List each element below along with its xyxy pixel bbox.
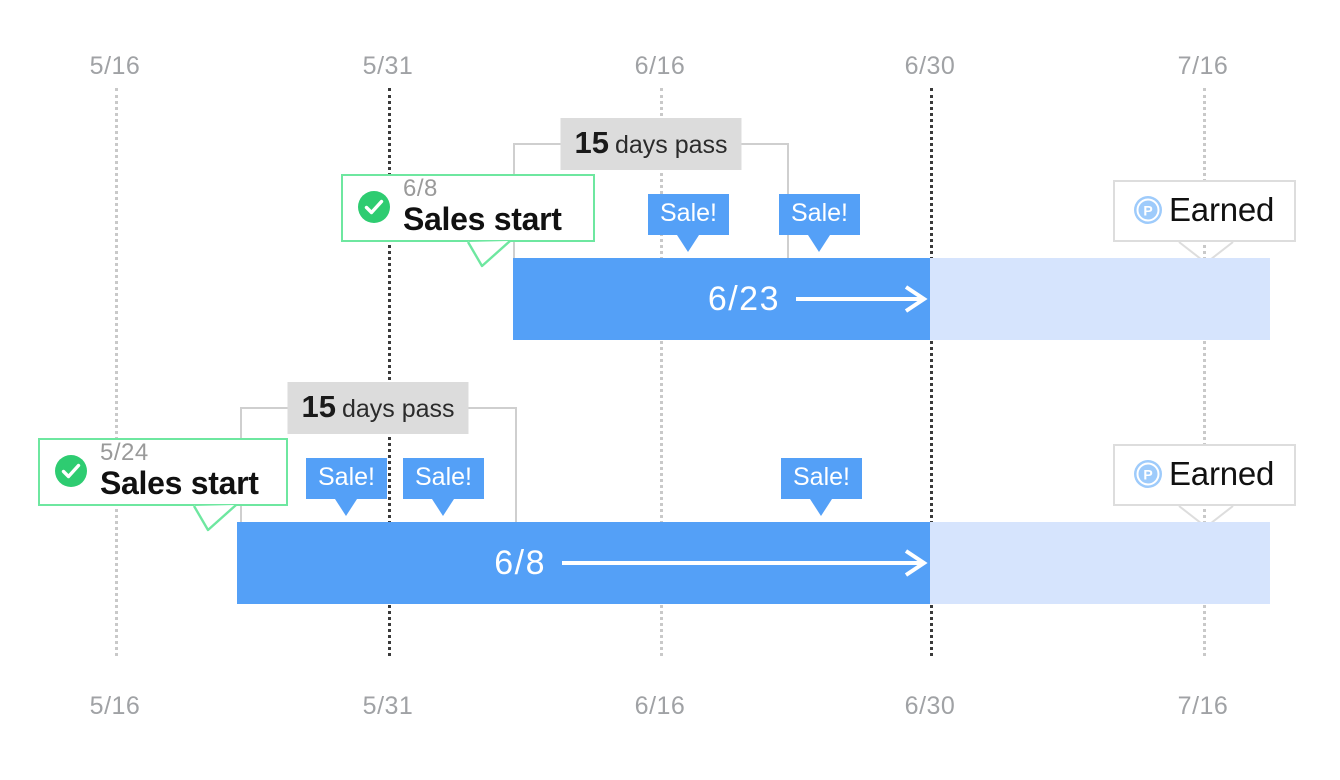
sale-badge-bottom-2[interactable]: Sale! bbox=[781, 458, 862, 516]
sales-start-callout-bottom[interactable]: 5/24 Sales start bbox=[38, 438, 288, 506]
axis-bottom-tick-3: 6/30 bbox=[904, 692, 956, 720]
sale-badge-bottom-1[interactable]: Sale! bbox=[403, 458, 484, 516]
sales-start-callout-tail-top bbox=[466, 240, 511, 268]
bracket-days-text-top: days pass bbox=[614, 131, 728, 159]
sale-badge-label: Sale! bbox=[318, 463, 375, 491]
sales-start-callout-tail-bottom bbox=[192, 504, 237, 532]
bar-top: 6/23 bbox=[513, 258, 1270, 340]
bar-bottom-projected bbox=[930, 522, 1270, 604]
sale-badge-top-0[interactable]: Sale! bbox=[648, 194, 729, 252]
check-circle-icon bbox=[358, 190, 390, 223]
axis-bottom-tick-0: 5/16 bbox=[89, 692, 141, 720]
check-circle-icon bbox=[55, 454, 87, 487]
axis-top-tick-4: 7/16 bbox=[1177, 52, 1229, 80]
earned-badge-bottom[interactable]: P Earned bbox=[1113, 444, 1296, 506]
sale-badge-tail bbox=[677, 235, 700, 252]
bar-bottom-date: 6/8 bbox=[494, 543, 546, 582]
earned-label-bottom: Earned bbox=[1169, 455, 1275, 492]
bar-bottom-content: 6/8 bbox=[237, 522, 946, 604]
right-arrow-icon bbox=[562, 549, 928, 577]
sale-badge-label: Sale! bbox=[791, 199, 848, 227]
axis-top-tick-3: 6/30 bbox=[904, 52, 956, 80]
earned-badge-top[interactable]: P Earned bbox=[1113, 180, 1296, 242]
bracket-label-top: 15 days pass bbox=[560, 118, 742, 170]
axis-bottom-tick-1: 5/31 bbox=[362, 692, 414, 720]
gridline-7-16 bbox=[1203, 88, 1206, 656]
sale-badge-label: Sale! bbox=[415, 463, 472, 491]
svg-text:P: P bbox=[1143, 203, 1152, 219]
points-coin-icon: P bbox=[1134, 460, 1162, 488]
sales-start-title-top: Sales start bbox=[403, 201, 562, 238]
axis-top-tick-0: 5/16 bbox=[89, 52, 141, 80]
bar-top-content: 6/23 bbox=[513, 258, 946, 340]
sale-badge-tail bbox=[808, 235, 831, 252]
earned-label-top: Earned bbox=[1169, 191, 1275, 228]
sale-badge-tail bbox=[810, 499, 833, 516]
sales-start-date-bottom: 5/24 bbox=[100, 439, 149, 467]
bracket-label-bottom: 15 days pass bbox=[287, 382, 469, 434]
bar-bottom: 6/8 bbox=[237, 522, 1270, 604]
sale-badge-bottom-0[interactable]: Sale! bbox=[306, 458, 387, 516]
axis-top-tick-1: 5/31 bbox=[362, 52, 414, 80]
sale-badge-label: Sale! bbox=[793, 463, 850, 491]
bar-top-projected bbox=[930, 258, 1270, 340]
bracket-days-number-top: 15 bbox=[574, 125, 609, 160]
points-coin-icon: P bbox=[1134, 196, 1162, 224]
bracket-days-text-bottom: days pass bbox=[341, 395, 455, 423]
gridline-6-30 bbox=[930, 88, 933, 656]
sales-start-title-bottom: Sales start bbox=[100, 465, 259, 502]
sales-start-callout-top[interactable]: 6/8 Sales start bbox=[341, 174, 595, 242]
bar-top-date: 6/23 bbox=[707, 279, 780, 318]
axis-bottom-tick-4: 7/16 bbox=[1177, 692, 1229, 720]
axis-bottom-tick-2: 6/16 bbox=[634, 692, 686, 720]
sales-start-date-top: 6/8 bbox=[403, 175, 438, 203]
axis-top-tick-2: 6/16 bbox=[634, 52, 686, 80]
sale-badge-tail bbox=[335, 499, 358, 516]
gridline-5-16 bbox=[115, 88, 118, 656]
right-arrow-icon bbox=[796, 285, 928, 313]
sale-badge-tail bbox=[432, 499, 455, 516]
gridline-6-16 bbox=[660, 88, 663, 656]
bracket-days-number-bottom: 15 bbox=[301, 389, 336, 424]
svg-text:P: P bbox=[1143, 467, 1152, 483]
sale-badge-top-1[interactable]: Sale! bbox=[779, 194, 860, 252]
sale-badge-label: Sale! bbox=[660, 199, 717, 227]
gridline-5-31 bbox=[388, 88, 391, 656]
